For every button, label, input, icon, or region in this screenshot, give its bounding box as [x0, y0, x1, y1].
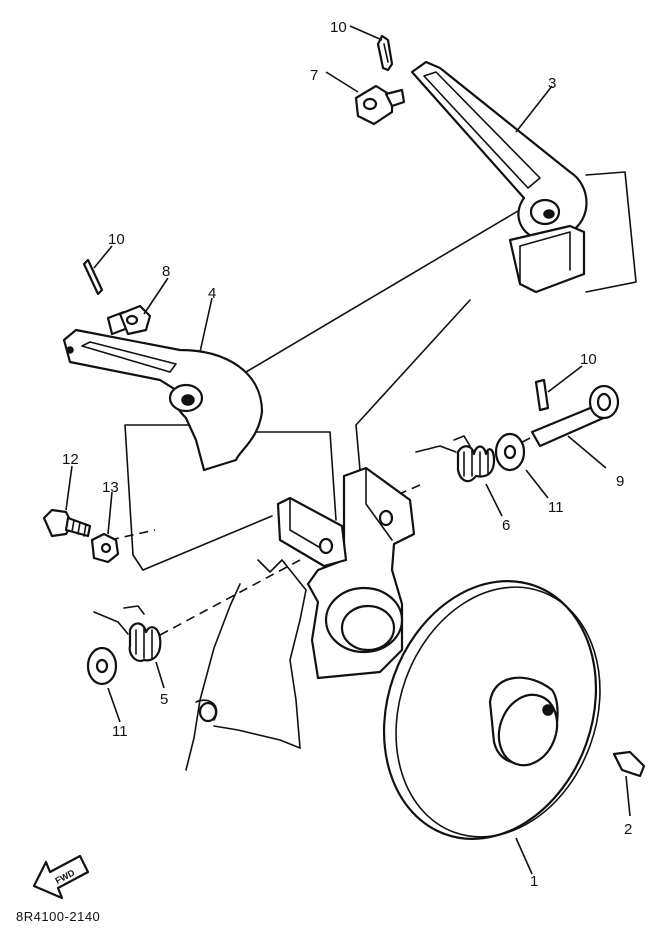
callout-labels: 10 7 3 10 8 4 10 9 6 11 12 13 5 11 2 1 — [62, 19, 632, 890]
callout-10-left: 10 — [108, 231, 125, 248]
callout-7: 7 — [310, 67, 318, 84]
callout-11-right: 11 — [548, 499, 564, 516]
callout-1: 1 — [530, 873, 538, 890]
arm-part-3 — [410, 60, 588, 294]
bracket-body — [276, 466, 416, 680]
spring-part-6 — [415, 435, 496, 483]
spring-part-5 — [93, 605, 162, 662]
joint-part-7 — [354, 84, 406, 126]
washer-right — [494, 432, 526, 472]
callout-8: 8 — [162, 263, 170, 280]
callout-10-right: 10 — [580, 351, 597, 368]
callout-5: 5 — [160, 691, 168, 708]
callout-6: 6 — [502, 517, 510, 534]
forward-arrow-icon: FWD — [32, 854, 90, 900]
cotter-pin-top — [376, 34, 394, 72]
callout-3: 3 — [548, 75, 556, 92]
key-part-2 — [612, 750, 646, 778]
bolt-part-12 — [42, 508, 92, 538]
cotter-pin-left — [82, 258, 104, 296]
callout-12: 12 — [62, 451, 79, 468]
diagram-code: 8R4100-2140 — [16, 909, 100, 924]
nut-part-13 — [90, 532, 120, 564]
joint-part-8 — [106, 304, 152, 336]
callout-2: 2 — [624, 821, 632, 838]
callout-leaders — [65, 25, 631, 875]
shaft-pin-part-9 — [530, 384, 620, 448]
sheave-part-1 — [382, 580, 601, 840]
callout-4: 4 — [208, 285, 216, 302]
callout-11-left: 11 — [112, 723, 128, 740]
arm-part-4 — [62, 328, 264, 472]
callout-10-top: 10 — [330, 19, 347, 36]
callout-9: 9 — [616, 473, 624, 490]
callout-13: 13 — [102, 479, 119, 496]
housing-outline — [185, 559, 307, 771]
washer-left — [86, 646, 118, 686]
cotter-pin-right — [534, 378, 550, 412]
